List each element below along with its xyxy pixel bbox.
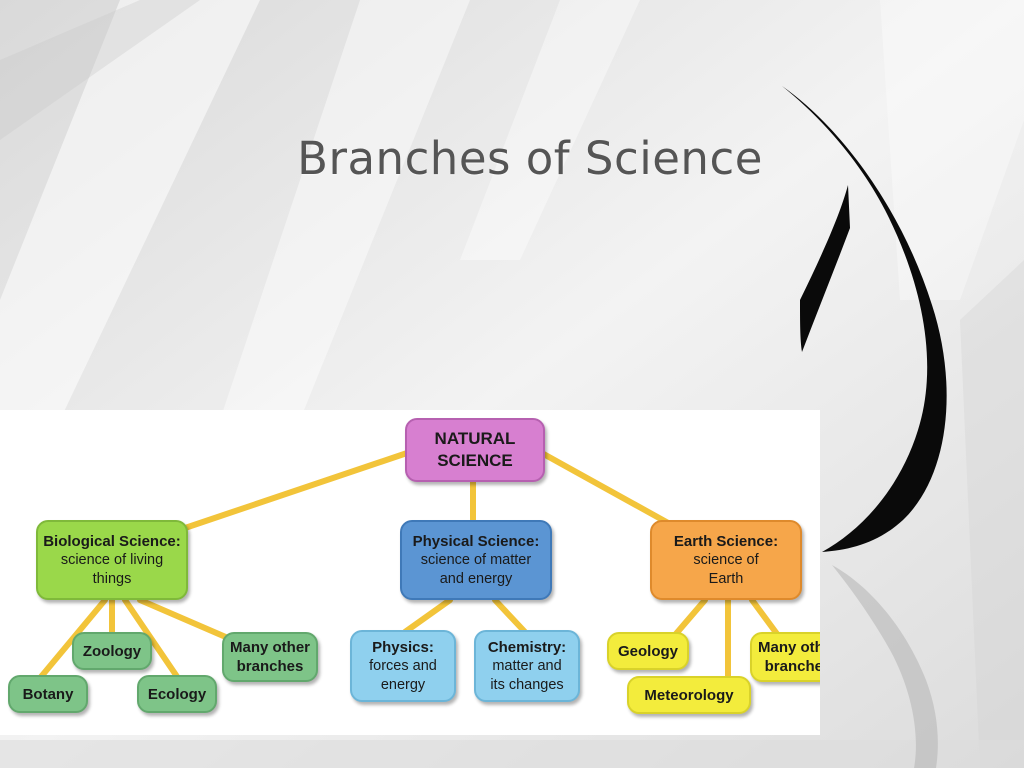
node-chemistry-subtitle: matter and its changes [490,657,564,693]
edge-phys-chemistry [492,597,528,635]
node-earth-science: Earth Science: science of Earth [650,520,802,600]
node-natural-science-title: NATURAL SCIENCE [434,429,516,470]
edge-root-earth [537,449,673,527]
branches-concept-map: NATURAL SCIENCE Biological Science: scie… [0,410,820,735]
node-chemistry: Chemistry: matter and its changes [474,630,580,702]
node-biological-science: Biological Science: science of living th… [36,520,188,600]
node-zoology: Zoology [72,632,152,670]
node-physical-science-subtitle: science of matter and energy [420,551,532,587]
concept-map-connectors [37,449,783,681]
node-physics: Physics: forces and energy [350,630,456,702]
node-biological-other-branches: Many other branches [222,632,318,682]
node-biological-science-subtitle: science of living things [60,551,164,587]
node-biological-other-branches-title: Many other branches [229,639,310,675]
node-physical-science: Physical Science: science of matter and … [400,520,552,600]
node-earth-other-branches-title: Many other branches [757,639,820,675]
node-natural-science: NATURAL SCIENCE [405,418,545,482]
edge-earth-geology [672,597,708,638]
node-meteorology-title: Meteorology [644,686,734,704]
slide-title: Branches of Science [297,132,763,185]
node-ecology: Ecology [137,675,217,713]
edge-phys-physics [402,597,453,635]
node-physics-subtitle: forces and energy [369,657,437,693]
edge-earth-other [749,597,783,641]
node-meteorology: Meteorology [627,676,751,714]
node-botany-title: Botany [22,685,74,703]
edge-root-biological [182,449,413,531]
node-geology-title: Geology [617,642,678,660]
node-biological-science-title: Biological Science: [43,532,181,550]
node-botany: Botany [8,675,88,713]
edge-bio-ecology [122,597,181,681]
node-chemistry-title: Chemistry: [487,638,567,656]
node-earth-science-subtitle: science of Earth [693,551,759,587]
node-physics-title: Physics: [372,638,434,656]
node-earth-science-title: Earth Science: [673,532,779,550]
node-ecology-title: Ecology [147,685,207,703]
node-physical-science-title: Physical Science: [412,532,540,550]
node-zoology-title: Zoology [82,642,142,660]
node-earth-other-branches: Many other branches [750,632,820,682]
edge-bio-other [137,597,231,641]
node-geology: Geology [607,632,689,670]
